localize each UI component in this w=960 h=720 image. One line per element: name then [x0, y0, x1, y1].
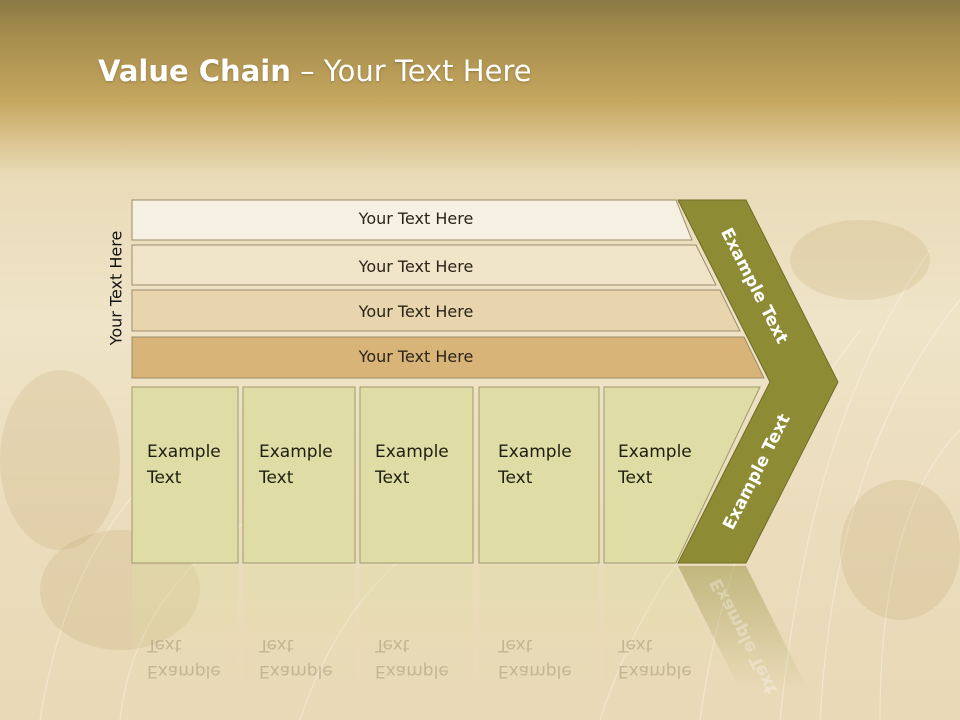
row-bar-1: [131, 199, 693, 241]
box-label-line: Text: [375, 468, 410, 488]
slide-title: Value Chain – Your Text Here: [98, 54, 532, 88]
box-label-line: Example: [259, 661, 333, 681]
row-bar-4: [131, 336, 765, 379]
box-label-line: Example: [147, 442, 221, 462]
box-label-line: Example: [498, 661, 572, 681]
title-bold-part: Value Chain: [98, 54, 291, 88]
row-label-4: Your Text Here: [358, 347, 474, 366]
box-label-line: Text: [498, 468, 533, 488]
title-rest-part: – Your Text Here: [290, 54, 532, 88]
box-label-line: Text: [618, 468, 653, 488]
box-4: [478, 386, 600, 564]
chevron-reflection: [678, 566, 808, 690]
box-reflection: [132, 566, 238, 686]
box-reflection: [604, 566, 720, 686]
box-reflection: [243, 566, 355, 686]
box-label-line: Example: [498, 442, 572, 462]
box-reflection: [360, 566, 473, 686]
chevron-arrow: [677, 199, 839, 564]
row-label-1: Your Text Here: [358, 209, 474, 228]
row-label-2: Your Text Here: [358, 257, 474, 276]
box-1: [131, 386, 239, 564]
box-label-reflection: Example Text: [618, 632, 692, 684]
box-label-line: Text: [259, 635, 294, 655]
box-label-reflection: Example Text: [259, 632, 333, 684]
box-label-line: Example: [618, 661, 692, 681]
box-label-line: Example: [259, 442, 333, 462]
row-bar-3: [131, 289, 741, 332]
box-label-line: Example: [375, 661, 449, 681]
box-label-line: Example: [618, 442, 692, 462]
box-label-line: Text: [259, 468, 294, 488]
box-label-line: Example: [147, 661, 221, 681]
box-label-line: Text: [498, 635, 533, 655]
box-label-line: Text: [375, 635, 410, 655]
box-label-line: Text: [147, 468, 182, 488]
box-label-line: Text: [147, 635, 182, 655]
box-label-reflection: Example Text: [498, 632, 572, 684]
row-bar-2: [131, 244, 717, 286]
box-reflection: [479, 566, 599, 686]
box-label-line: Text: [618, 635, 653, 655]
box-label-reflection: Example Text: [147, 632, 221, 684]
box-label-reflection: Example Text: [375, 632, 449, 684]
box-5: [603, 386, 761, 564]
box-3: [359, 386, 474, 564]
box-2: [242, 386, 356, 564]
row-label-3: Your Text Here: [358, 302, 474, 321]
box-label-line: Example: [375, 442, 449, 462]
